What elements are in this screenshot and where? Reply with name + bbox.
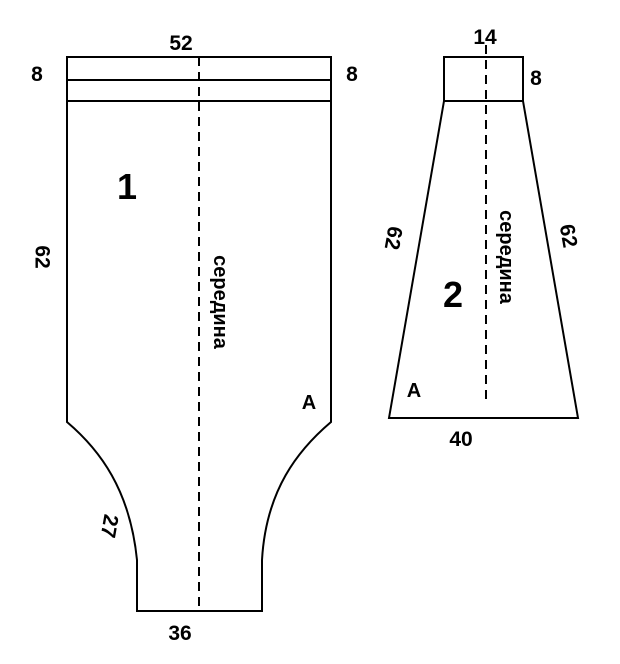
piece-2-center-label: середина (495, 210, 517, 305)
piece-2-bottom-width: 40 (449, 428, 472, 451)
piece-2-band-height: 8 (530, 67, 542, 90)
piece-1-left-band: 8 (31, 63, 43, 86)
piece-2-top-width: 14 (473, 26, 497, 49)
piece-1-number: 1 (117, 166, 137, 207)
piece-2-right-side: 62 (555, 223, 582, 250)
piece-2: 14 8 62 62 середина 2 А 40 (380, 26, 582, 451)
piece-1-right-band: 8 (346, 63, 358, 86)
piece-2-point-label: А (407, 380, 421, 402)
piece-1: 52 8 8 1 62 середина А 27 36 (31, 32, 359, 645)
piece-1-top-width: 52 (169, 32, 192, 55)
piece-2-band (443, 56, 524, 102)
piece-1-center-label: середина (209, 255, 231, 350)
piece-1-side-length: 62 (31, 245, 54, 268)
piece-1-point-label: А (302, 392, 316, 414)
piece-2-left-side: 62 (380, 225, 407, 252)
piece-1-crotch-curve: 27 (96, 513, 123, 540)
piece-1-bottom-width: 36 (168, 622, 191, 645)
piece-2-number: 2 (443, 274, 463, 315)
piece-1-outline (66, 101, 332, 612)
piece-2-outline (387, 100, 580, 419)
